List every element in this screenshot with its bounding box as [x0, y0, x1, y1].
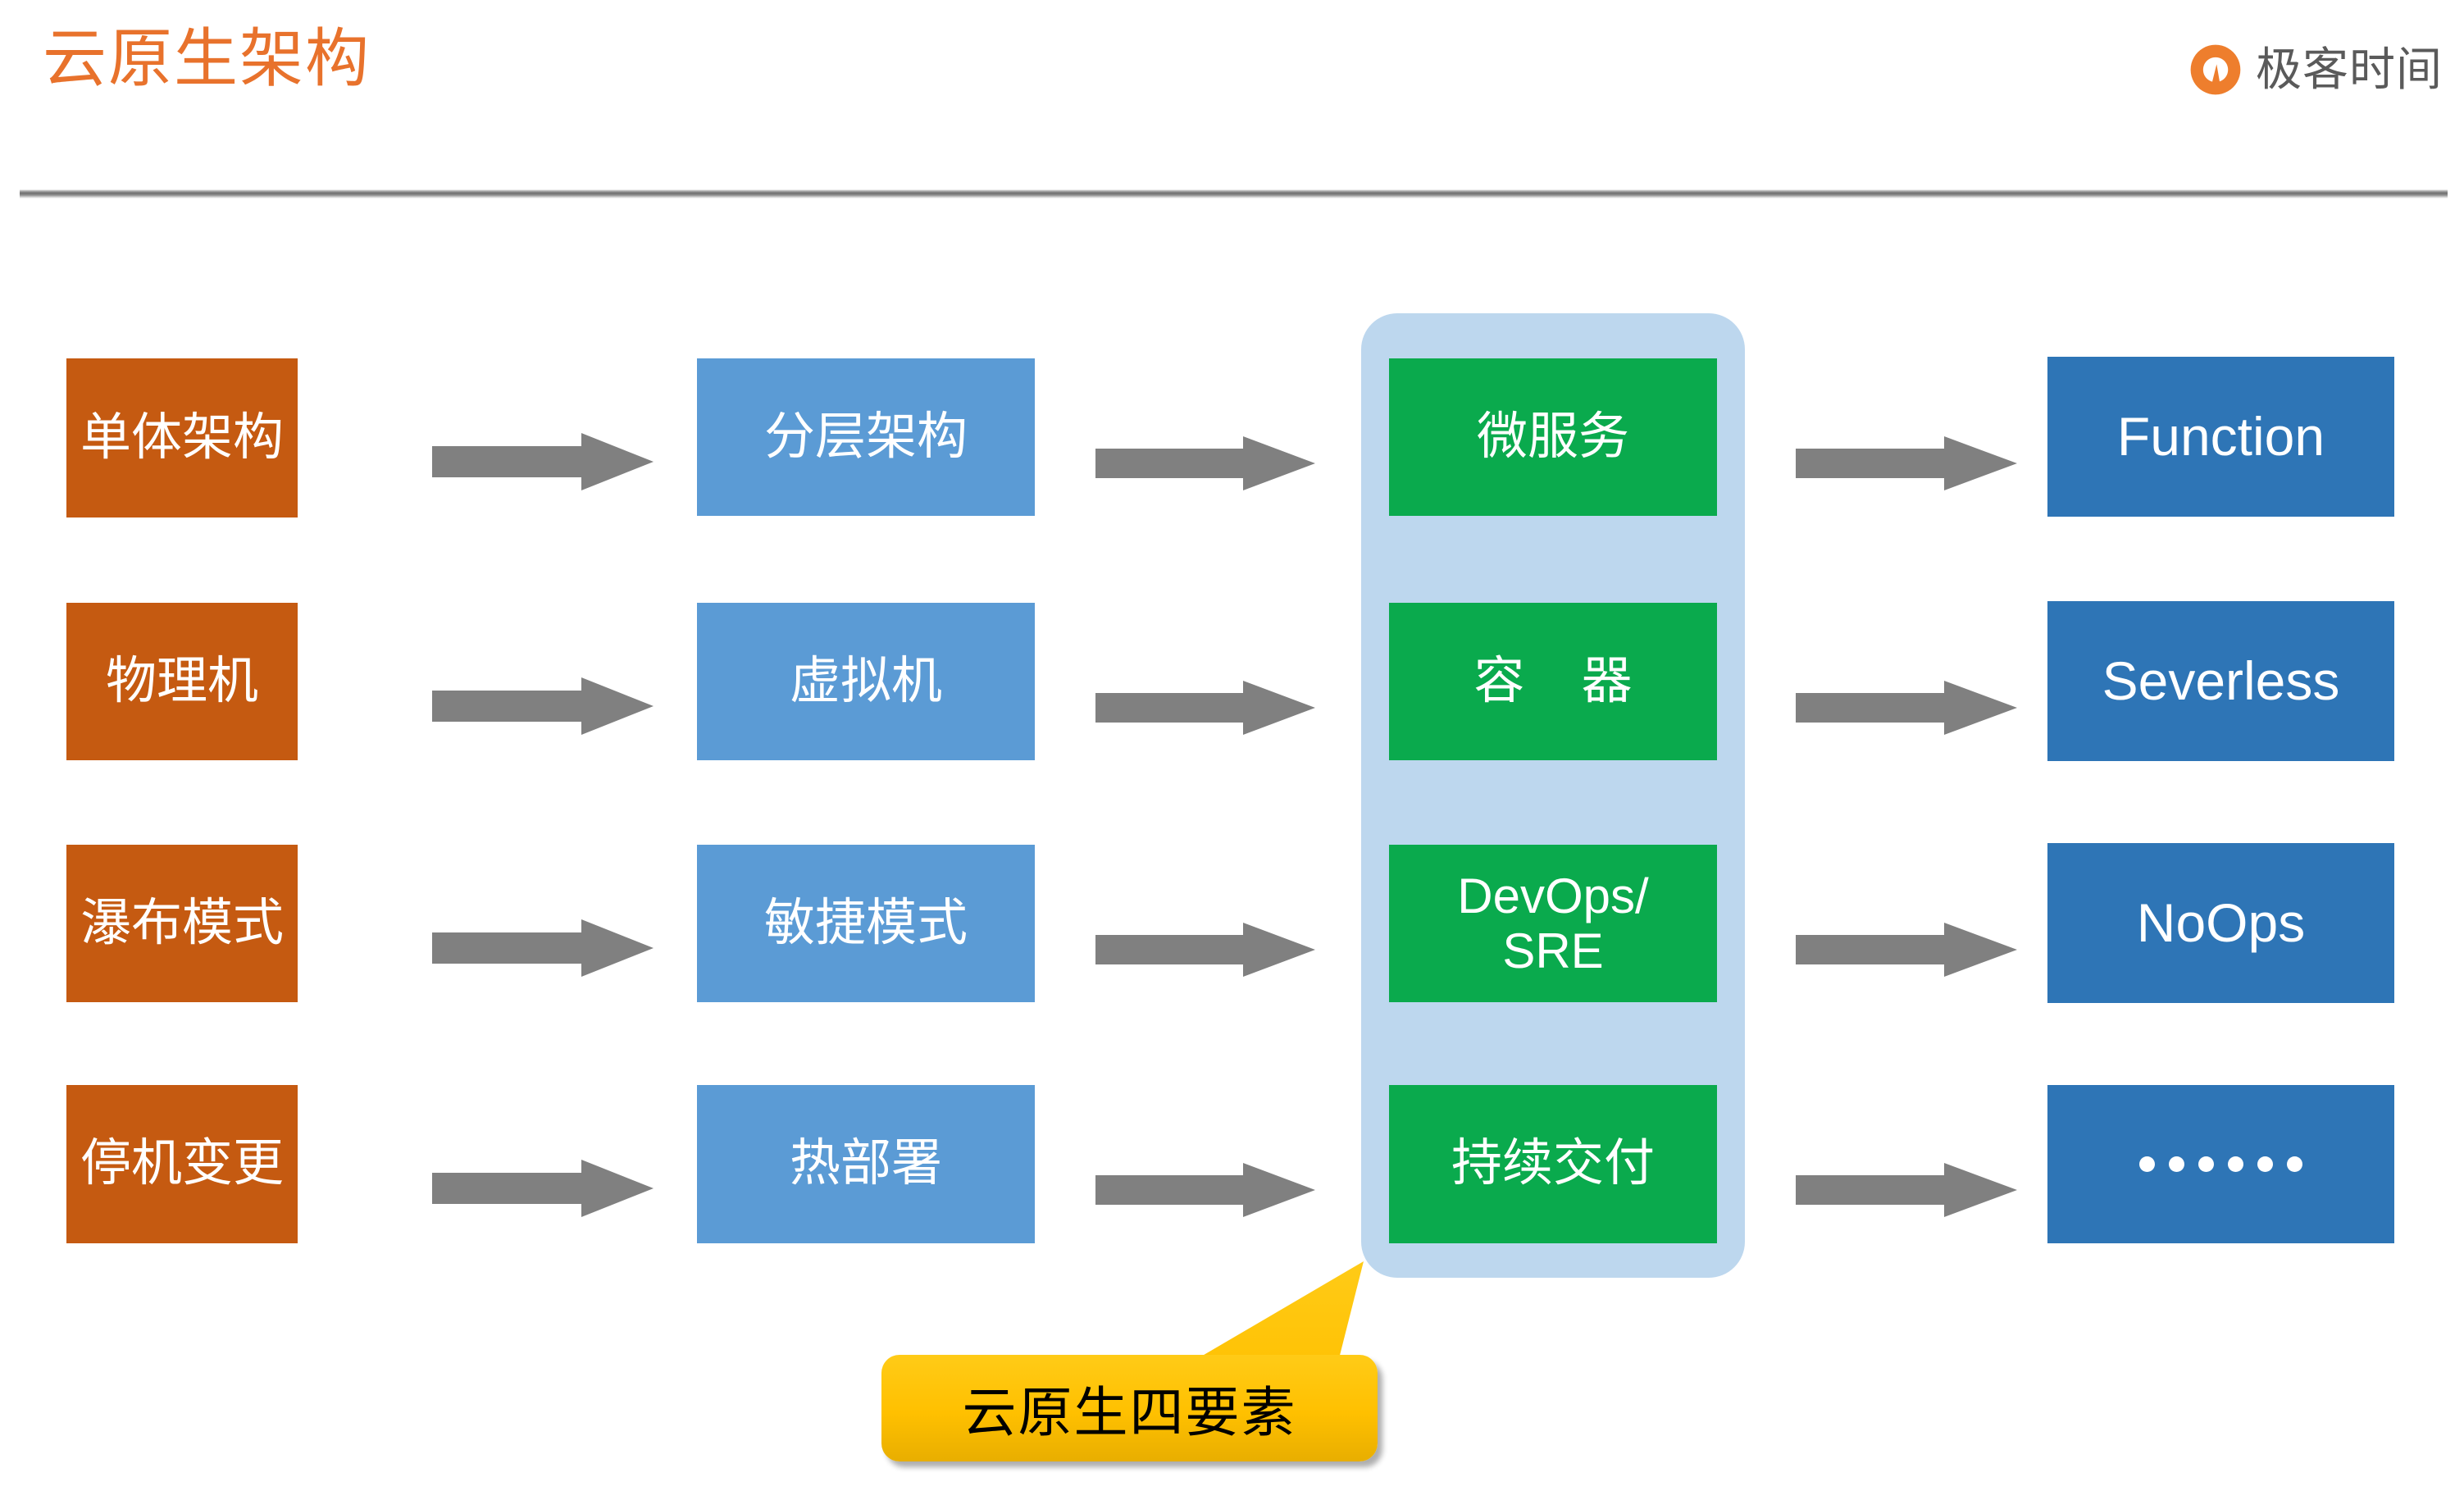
brand-logo: 极客时间 [2188, 43, 2443, 97]
node-cloudnative-row3-line1: DevOps/ [1457, 868, 1649, 923]
node-future-row4[interactable] [2047, 1085, 2394, 1243]
node-cloudnative-row4[interactable]: 持续交付 [1389, 1085, 1717, 1243]
arrow-right-icon-r2c3 [1796, 681, 2017, 735]
node-layered-row3[interactable]: 敏捷模式 [697, 845, 1035, 1002]
node-cloudnative-row1[interactable]: 微服务 [1389, 358, 1717, 516]
node-layered-row1[interactable]: 分层架构 [697, 358, 1035, 516]
node-future-row1[interactable]: Function [2047, 357, 2394, 517]
node-future-row3[interactable]: NoOps [2047, 843, 2394, 1003]
arrow-right-icon-r1c2 [1095, 436, 1315, 490]
arrow-right-icon-r2c2 [1095, 681, 1315, 735]
callout-cloud-native-four-elements[interactable]: 云原生四要素 [872, 1243, 1396, 1489]
node-legacy-row3[interactable]: 瀑布模式 [66, 845, 298, 1002]
node-cloudnative-row3[interactable]: DevOps/ SRE [1389, 845, 1717, 1002]
arrow-right-icon-r4c3 [1796, 1163, 2017, 1217]
node-cloudnative-row3-line2: SRE [1502, 923, 1604, 978]
brand-logo-text: 极客时间 [2256, 43, 2443, 95]
title-divider [20, 189, 2448, 198]
node-legacy-row2[interactable]: 物理机 [66, 603, 298, 760]
node-layered-row4[interactable]: 热部署 [697, 1085, 1035, 1243]
arrow-right-icon-r3c2 [1095, 923, 1315, 977]
arrow-right-icon-r4c1 [432, 1160, 654, 1217]
ellipsis-dots-icon [2139, 1156, 2302, 1172]
arrow-right-icon-r3c1 [432, 919, 654, 977]
callout-label: 云原生四要素 [881, 1355, 1378, 1461]
node-layered-row2[interactable]: 虚拟机 [697, 603, 1035, 760]
arrow-right-icon-r2c1 [432, 677, 654, 735]
arrow-right-icon-r1c3 [1796, 436, 2017, 490]
node-future-row2[interactable]: Severless [2047, 601, 2394, 761]
node-legacy-row4[interactable]: 停机变更 [66, 1085, 298, 1243]
arrow-right-icon-r4c2 [1095, 1163, 1315, 1217]
node-legacy-row1[interactable]: 单体架构 [66, 358, 298, 517]
page-title: 云原生架构 [43, 22, 371, 94]
arrow-right-icon-r1c1 [432, 433, 654, 490]
arrow-right-icon-r3c3 [1796, 923, 2017, 977]
node-cloudnative-row2[interactable]: 容 器 [1389, 603, 1717, 760]
geektime-circle-icon [2190, 44, 2241, 95]
